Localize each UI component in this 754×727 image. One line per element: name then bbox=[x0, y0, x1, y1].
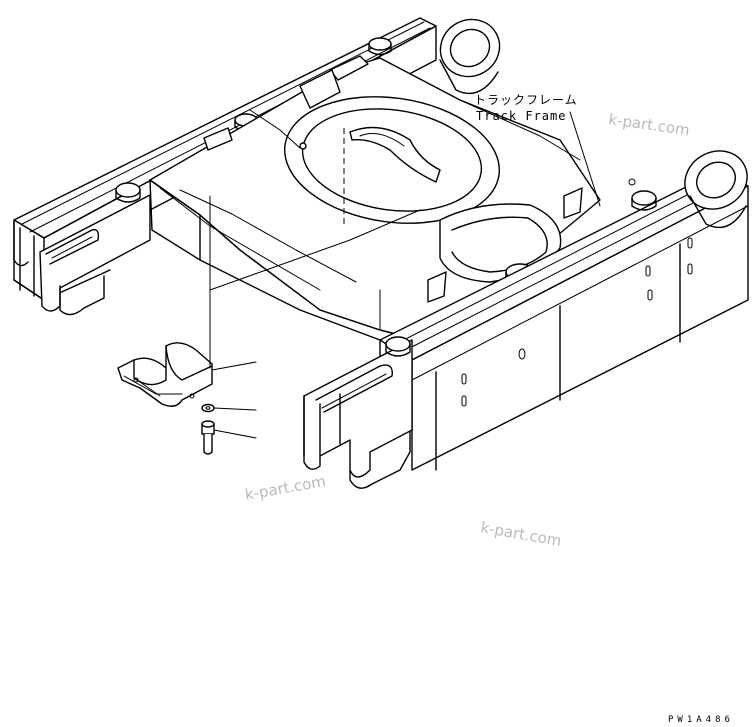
cover-plate bbox=[117, 342, 213, 407]
washer bbox=[201, 403, 215, 413]
bolt bbox=[201, 420, 215, 455]
leader-line-washer bbox=[213, 407, 257, 411]
drawing-code: PW1A486 bbox=[668, 715, 734, 725]
watermark: k-part.com bbox=[244, 472, 328, 504]
right-rail bbox=[303, 150, 749, 489]
track-frame bbox=[13, 17, 749, 489]
center-body bbox=[149, 55, 601, 363]
leader-line-cover bbox=[211, 361, 257, 371]
track-frame-label-en: Track Frame bbox=[476, 109, 566, 123]
leader-line-bolt bbox=[213, 429, 257, 439]
track-frame-label-jp: トラックフレーム bbox=[474, 93, 578, 107]
watermark: k-part.com bbox=[479, 518, 563, 550]
callout-leader bbox=[569, 111, 601, 207]
watermark: k-part.com bbox=[607, 110, 690, 139]
